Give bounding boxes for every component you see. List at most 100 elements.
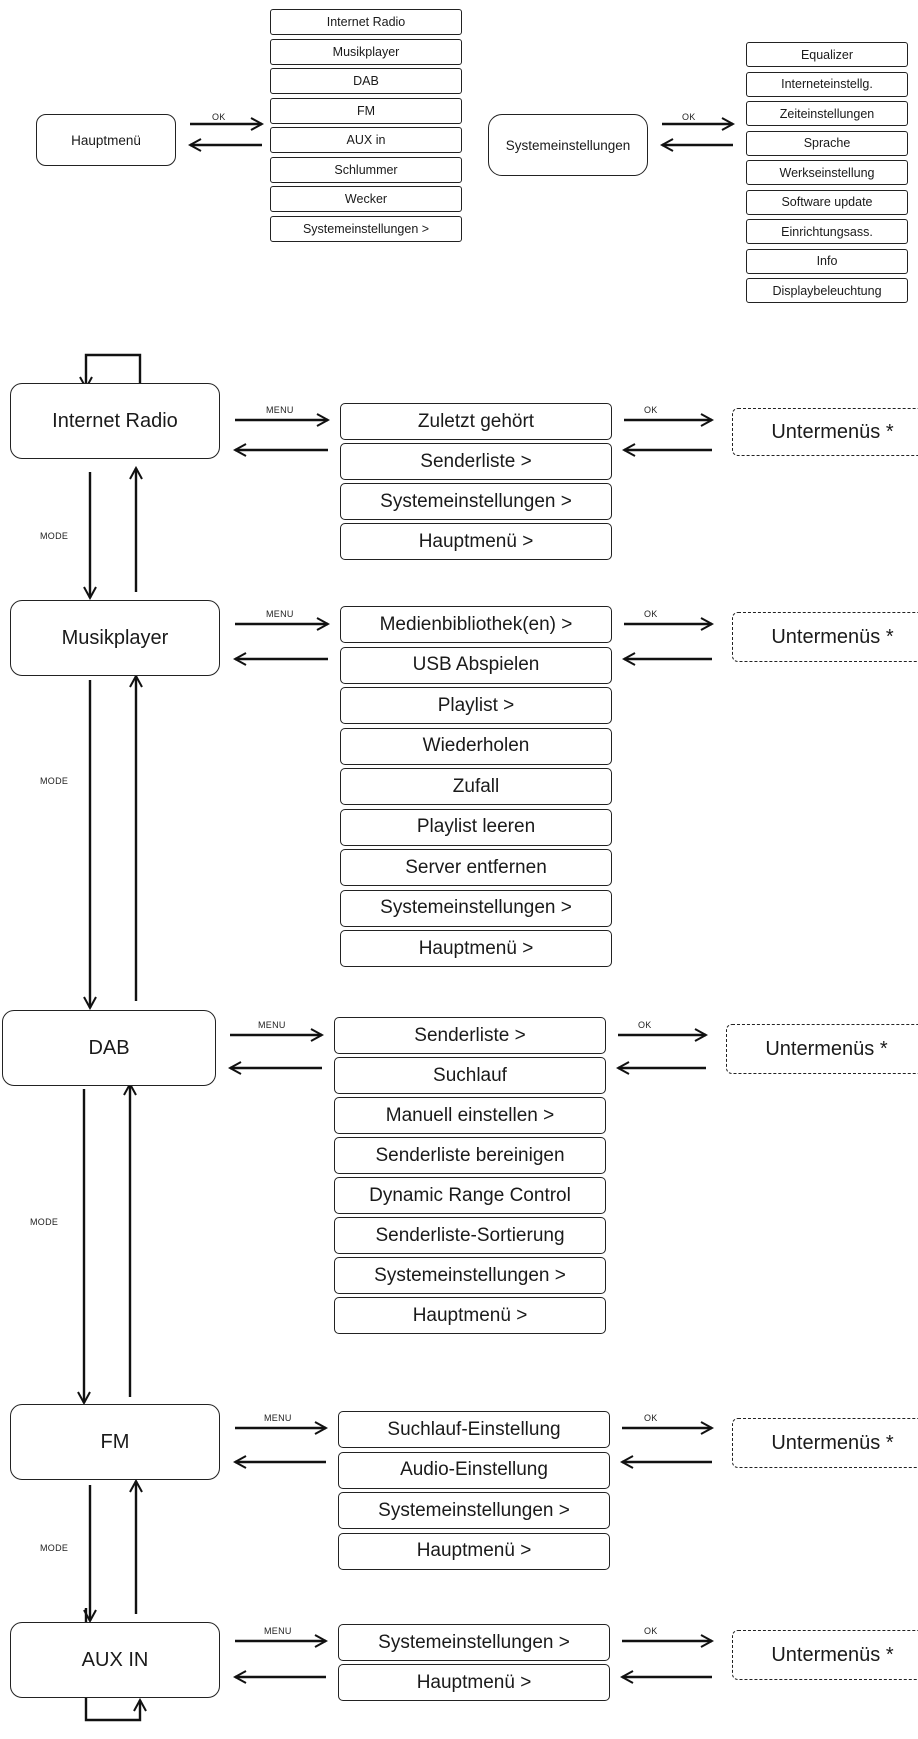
top-main-ok-label: OK (212, 112, 226, 122)
menu-item[interactable]: DAB (270, 68, 462, 94)
menu-item[interactable]: Zuletzt gehört (340, 403, 612, 440)
menu-item-label: Systemeinstellungen > (374, 1264, 566, 1286)
menu-item[interactable]: Senderliste bereinigen (334, 1137, 606, 1174)
mode-label-3: MODE (30, 1217, 59, 1227)
menu-item-label: Audio-Einstellung (400, 1459, 548, 1480)
submenus-label: Untermenüs * (771, 625, 894, 648)
menu-item-label: Senderliste > (420, 450, 532, 472)
menu-item[interactable]: Suchlauf (334, 1057, 606, 1094)
menu-item[interactable]: Playlist > (340, 687, 612, 724)
menu-item-label: Senderliste > (414, 1024, 526, 1046)
menu-item-label: Hauptmenü > (416, 1671, 532, 1693)
menu-item[interactable]: Systemeinstellungen > (338, 1492, 610, 1529)
mode-label-1: MODE (40, 531, 69, 541)
submenus-box-ir[interactable]: Untermenüs * (732, 408, 918, 456)
menu-item-label: Wecker (344, 192, 388, 206)
mode-box-dab[interactable]: DAB (2, 1010, 216, 1086)
menu-item[interactable]: Senderliste > (340, 443, 612, 480)
menu-item[interactable]: Dynamic Range Control (334, 1177, 606, 1214)
menu-item-label: AUX in (346, 133, 386, 147)
submenus-box-dab[interactable]: Untermenüs * (726, 1024, 918, 1074)
menu-item[interactable]: Systemeinstellungen > (340, 483, 612, 520)
menu-item[interactable]: Musikplayer (270, 38, 462, 65)
menu-item[interactable]: Suchlauf-Einstellung (338, 1411, 610, 1448)
menu-item-label: Senderliste-Sortierung (375, 1224, 565, 1246)
menu-item[interactable]: Schlummer (270, 156, 462, 183)
menu-item[interactable]: Interneteinstellg. (746, 71, 908, 97)
menu-item[interactable]: FM (270, 97, 462, 124)
menu-item[interactable]: Senderliste > (334, 1017, 606, 1054)
menu-item-label: Zeiteinstellungen (779, 106, 875, 121)
menu-item[interactable]: Hauptmenü > (338, 1532, 610, 1570)
menu-item-label: Musikplayer (332, 44, 400, 59)
ok-label-ir: OK (644, 405, 658, 415)
menu-item[interactable]: Wiederholen (340, 727, 612, 765)
menu-item[interactable]: Systemeinstellungen > (270, 215, 462, 242)
menu-item[interactable]: Internet Radio (270, 9, 462, 35)
menu-item[interactable]: Zeiteinstellungen (746, 101, 908, 126)
loop-arrow-top (86, 353, 142, 388)
menu-item[interactable]: Server entfernen (340, 849, 612, 886)
menu-item[interactable]: Displaybeleuchtung (746, 278, 908, 303)
menu-item-label: Hauptmenü > (416, 1540, 532, 1561)
menu-item-label: Interneteinstellg. (781, 77, 873, 91)
mode-box-fm[interactable]: FM (10, 1404, 220, 1480)
menu-item-label: Info (816, 254, 838, 268)
mode-label: AUX IN (81, 1648, 149, 1671)
mode-box-musikplayer[interactable]: Musikplayer (10, 600, 220, 676)
menu-item-label: Medienbibliothek(en) > (379, 613, 573, 635)
menu-item-label: Werkseinstellung (779, 165, 875, 180)
menu-label-dab: MENU (258, 1020, 286, 1030)
menu-item[interactable]: AUX in (270, 127, 462, 153)
mode-label-4: MODE (40, 1543, 69, 1553)
menu-item[interactable]: Hauptmenü > (334, 1297, 606, 1334)
menu-item[interactable]: Manuell einstellen > (334, 1097, 606, 1134)
menu-item[interactable]: Systemeinstellungen > (334, 1257, 606, 1294)
submenus-box-aux[interactable]: Untermenüs * (732, 1630, 918, 1680)
top-hauptmenu-box[interactable]: Hauptmenü (36, 114, 176, 166)
menu-item-label: USB Abspielen (412, 654, 540, 675)
top-systemeinstellungen-box[interactable]: Systemeinstellungen (488, 114, 648, 176)
menu-item[interactable]: Einrichtungsass. (746, 219, 908, 244)
menu-item-label: FM (356, 103, 376, 118)
submenus-box-fm[interactable]: Untermenüs * (732, 1418, 918, 1468)
menu-item[interactable]: Equalizer (746, 42, 908, 67)
menu-item[interactable]: Hauptmenü > (340, 930, 612, 967)
menu-item-label: Systemeinstellungen > (380, 490, 572, 512)
mode-label-2: MODE (40, 776, 69, 786)
menu-item[interactable]: Medienbibliothek(en) > (340, 606, 612, 643)
menu-item[interactable]: Wecker (270, 186, 462, 212)
menu-item[interactable]: USB Abspielen (340, 646, 612, 684)
mode-box-internet-radio[interactable]: Internet Radio (10, 383, 220, 459)
menu-item[interactable]: Sprache (746, 130, 908, 156)
menu-item[interactable]: Hauptmenü > (340, 523, 612, 560)
menu-item[interactable]: Zufall (340, 768, 612, 805)
mode-box-aux-in[interactable]: AUX IN (10, 1622, 220, 1698)
submenus-box-mp[interactable]: Untermenüs * (732, 612, 918, 662)
menu-item[interactable]: Systemeinstellungen > (340, 889, 612, 927)
menu-item[interactable]: Senderliste-Sortierung (334, 1217, 606, 1254)
menu-item-label: Server entfernen (405, 856, 547, 878)
menu-item-label: Systemeinstellungen > (378, 1631, 570, 1653)
menu-item-label: Einrichtungsass. (781, 224, 873, 239)
menu-item-label: Systemeinstellungen > (378, 1499, 570, 1521)
submenus-label: Untermenüs * (771, 1431, 894, 1454)
ok-label-mp: OK (644, 609, 658, 619)
menu-item[interactable]: Audio-Einstellung (338, 1451, 610, 1489)
menu-item-label: Equalizer (800, 47, 854, 62)
submenus-label: Untermenüs * (771, 1643, 894, 1666)
menu-item[interactable]: Info (746, 248, 908, 274)
menu-item[interactable]: Playlist leeren (340, 808, 612, 846)
menu-item[interactable]: Software update (746, 189, 908, 215)
menu-item[interactable]: Hauptmenü > (338, 1664, 610, 1701)
menu-item[interactable]: Werkseinstellung (746, 160, 908, 185)
menu-item-label: Manuell einstellen > (385, 1104, 555, 1126)
menu-label-ir: MENU (266, 405, 294, 415)
menu-item[interactable]: Systemeinstellungen > (338, 1624, 610, 1661)
mode-label: FM (100, 1430, 130, 1453)
ok-label-fm: OK (644, 1413, 658, 1423)
submenus-label: Untermenüs * (765, 1037, 888, 1060)
menu-label-aux: MENU (264, 1626, 292, 1636)
menu-item-label: Schlummer (334, 162, 398, 177)
menu-item-label: Zufall (452, 775, 500, 797)
